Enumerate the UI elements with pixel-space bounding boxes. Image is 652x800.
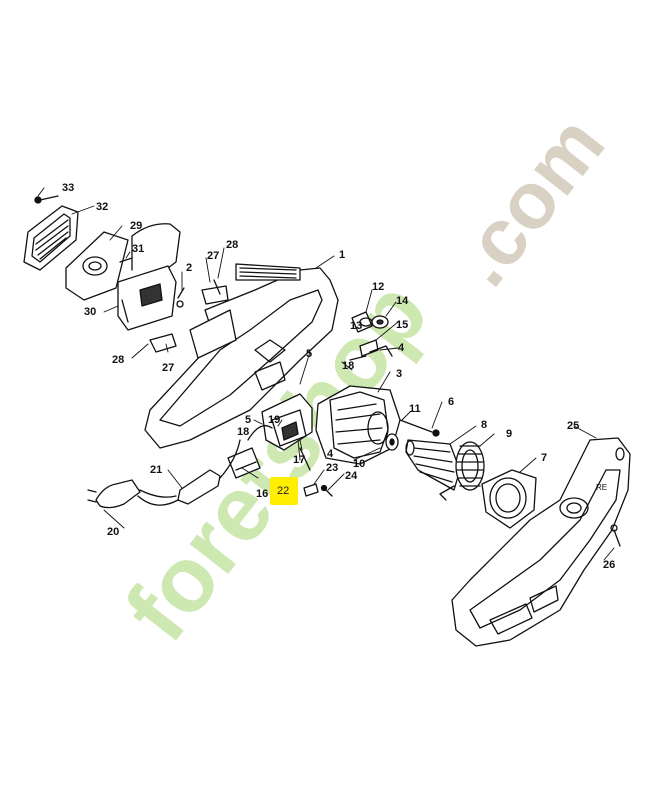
highlight-part-22[interactable] [270,477,298,505]
part-nut-23 [303,483,319,497]
screw-31 [119,257,133,263]
part-label-26[interactable]: 26 [603,559,616,571]
part-cord-plug-20 [87,439,241,509]
part-label-25[interactable]: 25 [567,420,580,432]
part-label-20[interactable]: 20 [107,526,120,538]
part-label-28-top[interactable]: 28 [226,239,239,251]
part-label-14[interactable]: 14 [396,295,409,307]
leader-lines [37,187,615,561]
part-label-18-mid[interactable]: 18 [237,426,250,438]
part-label-4-mid[interactable]: 4 [327,448,334,460]
part-baffle-7 [481,469,537,529]
part-label-12[interactable]: 12 [372,281,385,293]
screw-11 [399,419,433,433]
part-clip-27-top [201,279,229,305]
part-label-7[interactable]: 7 [541,452,548,464]
part-label-27-top[interactable]: 27 [207,250,220,262]
part-label-33[interactable]: 33 [62,182,75,194]
part-label-3[interactable]: 3 [396,368,403,380]
screw-26 [613,529,621,547]
svg-text:RE: RE [596,483,607,492]
part-label-30[interactable]: 30 [84,306,97,318]
part-4-top [369,345,393,357]
part-label-19[interactable]: 19 [268,414,281,426]
part-handle-29 [117,223,181,331]
part-label-29[interactable]: 29 [130,220,143,232]
part-label-24[interactable]: 24 [345,470,358,482]
part-label-17[interactable]: 17 [293,454,306,466]
part-label-21[interactable]: 21 [150,464,163,476]
part-housing-1 [144,263,339,449]
part-label-31[interactable]: 31 [132,243,145,255]
part-washer-14 [371,315,389,329]
part-clip-27-bottom [149,333,177,353]
highlight-part-22-label: 22 [277,485,290,497]
part-capacitor-16 [227,447,261,479]
part-18-top [349,355,367,361]
part-label-6[interactable]: 6 [448,396,455,408]
part-label-1[interactable]: 1 [339,249,346,261]
part-cover-grille [23,205,79,271]
part-gasket-30 [65,231,129,301]
part-label-11[interactable]: 11 [409,403,421,415]
part-15 [359,339,379,357]
part-label-4-top[interactable]: 4 [398,342,405,354]
part-label-10[interactable]: 10 [353,458,366,470]
part-label-2[interactable]: 2 [186,262,193,274]
part-label-16[interactable]: 16 [256,488,269,500]
part-strain-relief-21 [177,469,221,505]
screw-33 [39,195,59,201]
part-label-28-bottom[interactable]: 28 [112,354,125,366]
part-label-5-mid[interactable]: 5 [245,414,252,426]
part-label-27-bottom[interactable]: 27 [162,362,175,374]
part-bushing-10 [385,433,399,451]
screw-24 [325,489,333,497]
part-fan-9 [439,441,485,501]
part-label-32[interactable]: 32 [96,201,109,213]
screw-2 [177,287,185,299]
part-label-9[interactable]: 9 [506,428,513,440]
part-side-cover-25: RE [451,437,631,647]
wire-4 [299,447,311,471]
part-label-5-top[interactable]: 5 [306,348,313,360]
part-armature-8 [405,439,461,491]
part-label-15[interactable]: 15 [396,319,409,331]
part-label-23[interactable]: 23 [326,462,339,474]
part-label-13[interactable]: 13 [350,320,363,332]
part-switch-19 [271,409,307,447]
part-label-18-top[interactable]: 18 [342,360,355,372]
part-label-8[interactable]: 8 [481,419,488,431]
wire-18 [247,425,273,441]
